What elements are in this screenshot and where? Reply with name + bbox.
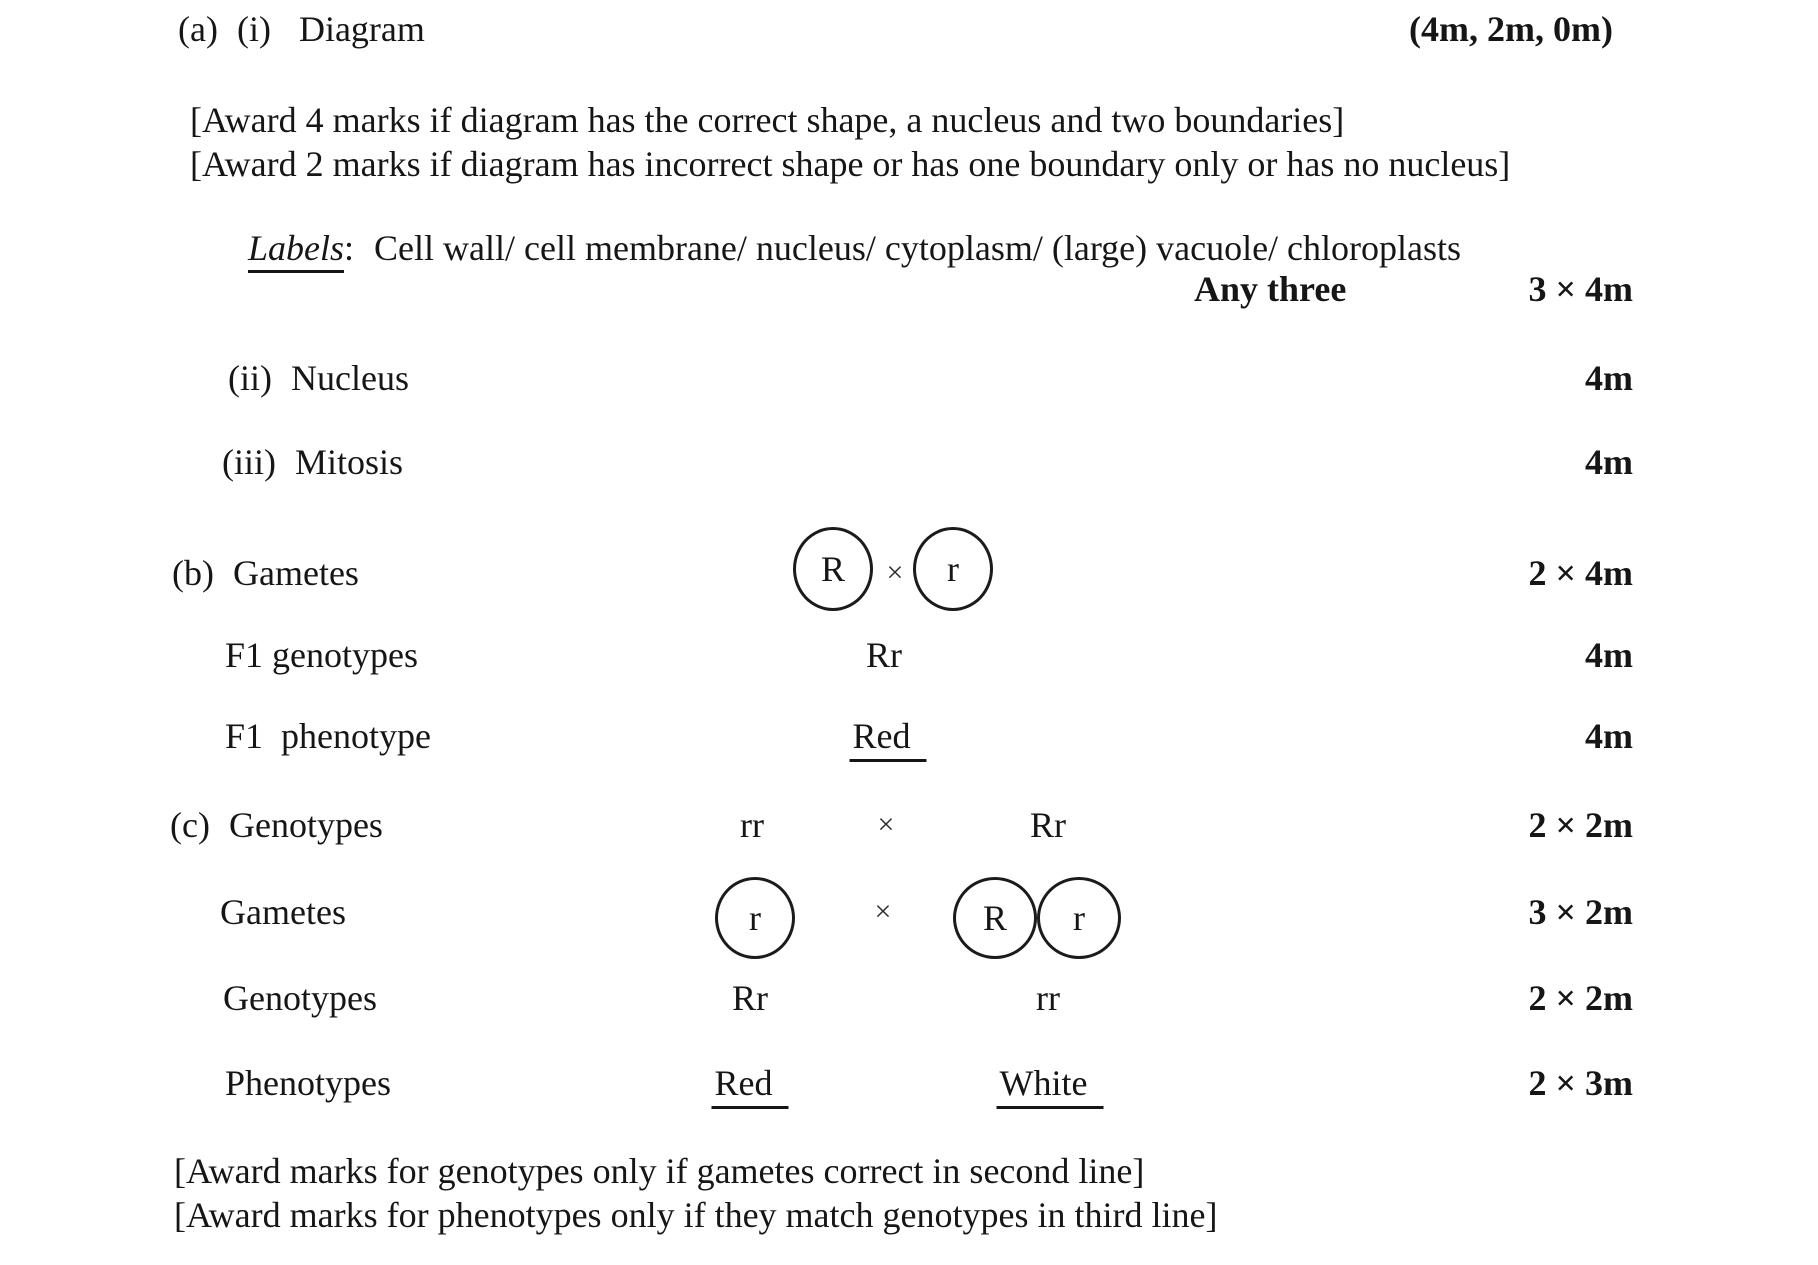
ii-answer: Nucleus xyxy=(290,358,409,398)
row-b-gametes: (b) Gametes R × r 2 × 4m xyxy=(0,527,1818,611)
gamete-R: R xyxy=(982,898,1007,938)
row-c-phenotypes: Phenotypes Red White 2 × 3m xyxy=(0,1060,1818,1109)
header-marks: (4m, 2m, 0m) xyxy=(1409,9,1613,49)
c-gametes-label: Gametes xyxy=(220,892,346,932)
f1-genotypes-label: F1 genotypes xyxy=(225,635,418,675)
c-phenotype-right: White xyxy=(996,1064,1104,1109)
cross-symbol: × xyxy=(886,556,904,589)
award-note-4: [Award marks for phenotypes only if they… xyxy=(174,1195,1218,1235)
row-c-genotypes-result: Genotypes Rr rr 2 × 2m xyxy=(0,975,1818,1021)
row-iii-mitosis: (iii) Mitosis 4m xyxy=(0,439,1818,485)
iii-line: (iii) Mitosis xyxy=(222,439,403,485)
subsection-i-label: (i) xyxy=(236,9,271,49)
row-c-genotypes-cross: (c) Genotypes rr × Rr 2 × 2m xyxy=(0,802,1818,848)
iii-marks: 4m xyxy=(1585,442,1633,482)
ii-label: (ii) xyxy=(228,358,272,398)
c-phenotypes-marks: 2 × 3m xyxy=(1528,1063,1633,1103)
award-note-1: [Award 4 marks if diagram has the correc… xyxy=(190,100,1345,140)
f1-genotypes-marks: 4m xyxy=(1585,635,1633,675)
question-title: Diagram xyxy=(298,9,425,49)
award-note-row: [Award 2 marks if diagram has incorrect … xyxy=(0,141,1818,187)
f1-genotypes-value: Rr xyxy=(866,635,902,675)
ii-line: (ii) Nucleus xyxy=(228,355,409,401)
gamete-r: r xyxy=(749,898,761,938)
gamete-r: r xyxy=(947,549,959,589)
award-note-row: [Award marks for genotypes only if gamet… xyxy=(0,1148,1818,1194)
b-gametes-marks: 2 × 4m xyxy=(1528,553,1633,593)
gamete-circle-R: R xyxy=(793,527,873,611)
labels-list: Cell wall/ cell membrane/ nucleus/ cytop… xyxy=(374,228,1462,268)
c-genotypes2-marks: 2 × 2m xyxy=(1528,978,1633,1018)
row-f1-genotypes: F1 genotypes Rr 4m xyxy=(0,632,1818,678)
ii-marks: 4m xyxy=(1585,358,1633,398)
cross-symbol: × xyxy=(877,808,895,841)
f1-phenotype-value: Red xyxy=(849,717,927,762)
labels-term: Labels xyxy=(248,228,345,273)
c-gametes-marks: 3 × 2m xyxy=(1528,892,1633,932)
labels-line: Labels: Cell wall/ cell membrane/ nucleus… xyxy=(248,225,1462,273)
section-a-label: (a) xyxy=(178,9,218,49)
gamete-circle-r: r xyxy=(1037,877,1121,959)
header-row: (a) (i) Diagram (4m, 2m, 0m) xyxy=(0,6,1818,52)
gamete-circle-r: r xyxy=(913,527,993,611)
gamete-circle-r: r xyxy=(715,877,795,959)
header-question-label: (a) (i) Diagram xyxy=(178,6,425,52)
c-phenotype-left: Red xyxy=(711,1064,789,1109)
c-phenotypes-label: Phenotypes xyxy=(225,1063,391,1103)
c-genotypes-marks: 2 × 2m xyxy=(1528,805,1633,845)
any-three-text: Any three xyxy=(1194,269,1347,309)
row-f1-phenotype: F1 phenotype Red 4m xyxy=(0,713,1818,762)
iii-answer: Mitosis xyxy=(294,442,404,482)
b-gametes-label-line: (b) Gametes xyxy=(172,550,359,596)
labels-colon: : xyxy=(344,228,355,268)
c-genotype-left: rr xyxy=(740,805,764,845)
f1-phenotype-marks: 4m xyxy=(1585,716,1633,756)
row-c-gametes: Gametes r × R r 3 × 2m xyxy=(0,877,1818,959)
row-ii-nucleus: (ii) Nucleus 4m xyxy=(0,355,1818,401)
c-genotypes-label: Genotypes xyxy=(228,805,383,845)
section-c-label: (c) xyxy=(170,805,210,845)
c-genotype-right: Rr xyxy=(1030,805,1066,845)
labels-marks: 3 × 4m xyxy=(1528,269,1633,309)
any-three-row: Any three 3 × 4m xyxy=(0,266,1818,312)
c-genotype2-right: rr xyxy=(1036,978,1060,1018)
award-note-2: [Award 2 marks if diagram has incorrect … xyxy=(190,144,1511,184)
iii-label: (iii) xyxy=(222,442,276,482)
f1-phenotype-label: F1 phenotype xyxy=(225,716,431,756)
award-note-row: [Award marks for phenotypes only if they… xyxy=(0,1192,1818,1238)
c-genotypes2-label: Genotypes xyxy=(223,978,377,1018)
c-genotype2-left: Rr xyxy=(732,978,768,1018)
labels-row: Labels: Cell wall/ cell membrane/ nucleus… xyxy=(0,225,1818,273)
cross-symbol: × xyxy=(874,895,892,928)
section-b-label: (b) xyxy=(172,553,214,593)
award-note-row: [Award 4 marks if diagram has the correc… xyxy=(0,97,1818,143)
gamete-r: r xyxy=(1073,898,1085,938)
c-genotypes-label-line: (c) Genotypes xyxy=(170,802,383,848)
b-gametes-label: Gametes xyxy=(232,553,359,593)
award-note-3: [Award marks for genotypes only if gamet… xyxy=(174,1151,1145,1191)
gamete-R: R xyxy=(820,549,845,589)
gamete-circle-R: R xyxy=(953,877,1037,959)
